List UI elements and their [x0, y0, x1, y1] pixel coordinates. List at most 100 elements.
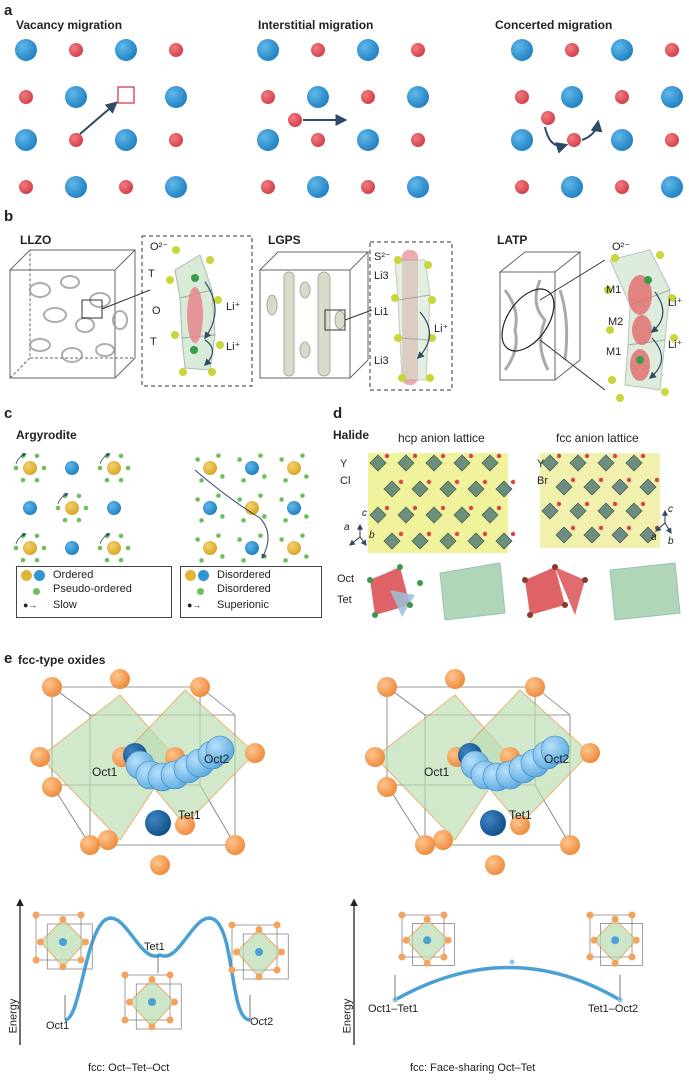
blue-ion	[357, 39, 379, 61]
panel-b-label: b	[4, 208, 14, 225]
halide-ion	[440, 505, 446, 511]
li-site-dark	[145, 810, 171, 836]
y-octahedron	[411, 532, 429, 550]
li-site	[62, 517, 68, 523]
fcc-structures	[30, 669, 600, 875]
lgps-polyhedra	[391, 250, 436, 385]
left-energy-label: Energy	[7, 998, 20, 1034]
argyrodite-ordered	[13, 452, 131, 563]
right-profile-end: Tet1–Oct2	[588, 1003, 639, 1015]
halide-ion	[598, 525, 604, 531]
li-site	[34, 477, 40, 483]
li-site	[41, 545, 47, 551]
halide-title: Halide	[333, 428, 370, 442]
y-octahedron	[583, 478, 601, 496]
panel-c-label: c	[4, 405, 13, 422]
red-ion	[311, 43, 325, 57]
li-site	[220, 554, 225, 559]
oxygen-ion	[98, 830, 118, 850]
fcc-axis-a: a	[651, 532, 657, 543]
slow-hop	[15, 452, 27, 465]
red-ion	[19, 180, 33, 194]
right-energy-curve	[394, 965, 621, 1002]
right-tet1-label: Tet1	[509, 808, 532, 822]
y-octahedron	[397, 454, 415, 472]
li-site	[55, 505, 61, 511]
y-octahedron	[383, 532, 401, 550]
li-site	[237, 537, 242, 542]
mini-oxygen	[59, 963, 67, 971]
oxygen-ion	[445, 669, 465, 689]
interstitial-ion	[288, 113, 302, 127]
blue-ion	[357, 129, 379, 151]
yellow-ion	[107, 461, 121, 475]
fcc-octahedra	[541, 453, 660, 544]
halide-ion	[482, 479, 488, 485]
li-site	[279, 497, 284, 502]
li-site	[199, 558, 204, 563]
llzo-zoom-box	[81, 299, 103, 319]
y-octahedron	[597, 454, 615, 472]
hcp-title: hcp anion lattice	[398, 431, 485, 445]
li-site	[304, 514, 309, 519]
halide-ion	[426, 531, 432, 537]
left-profile-peak: Tet1	[144, 941, 165, 953]
oct-label: Oct	[337, 573, 355, 585]
blue-ion	[561, 176, 583, 198]
hcp-slab	[439, 562, 506, 621]
argyrodite-lattices	[13, 452, 309, 563]
lgps-li3-label-2: Li3	[374, 355, 389, 367]
li-site	[199, 478, 204, 483]
mini-oxygen	[148, 976, 156, 983]
concerted-title: Concerted migration	[495, 18, 613, 32]
lgps-li3-label-1: Li3	[374, 270, 389, 282]
y-octahedron	[369, 454, 387, 472]
lgps-detail-box	[369, 241, 453, 391]
oxygen-ion	[377, 777, 397, 797]
fcc-structure-right	[365, 669, 600, 875]
li-path-site	[205, 735, 235, 765]
y-octahedron	[411, 480, 429, 498]
legend-superionic: Superionic	[217, 599, 269, 611]
y-octahedron	[611, 478, 629, 496]
legend-disordered-2: Disordered	[217, 583, 271, 595]
latp-network	[503, 279, 569, 371]
li-site	[283, 478, 288, 483]
fcc-structure-left	[30, 669, 265, 875]
y-octahedron	[625, 454, 643, 472]
blue-ion	[307, 176, 329, 198]
blue-ion	[611, 129, 633, 151]
oxygen-ion	[225, 835, 245, 855]
latp-m1-label-2: M1	[606, 346, 622, 358]
latp-m2-label: M2	[608, 316, 624, 328]
mini-oxygen	[82, 938, 89, 946]
lgps-cube	[258, 251, 370, 379]
li-path-site	[540, 735, 570, 765]
y-octahedron	[425, 506, 443, 524]
li-site	[199, 518, 204, 523]
mini-structures	[32, 911, 643, 1031]
y-octahedron	[611, 526, 629, 544]
mini-oxygen	[628, 911, 636, 919]
lgps-channels	[266, 271, 346, 377]
li-site	[241, 478, 246, 483]
lgps-anion-label: S²⁻	[374, 251, 391, 263]
halide-ion	[468, 505, 474, 511]
li-site	[216, 533, 221, 538]
lgps-li-label: Li⁺	[434, 323, 449, 335]
mini-li	[255, 948, 263, 956]
latp-li-label-1: Li⁺	[668, 297, 683, 309]
mini-oxygen	[255, 926, 263, 933]
lgps-li1-label: Li1	[374, 306, 389, 318]
mini-oxygen	[611, 915, 619, 923]
halide-ion	[468, 453, 474, 459]
y-octahedron	[481, 506, 499, 524]
mini-oxygen	[121, 971, 129, 979]
legend-pseudo-ordered: Pseudo-ordered	[53, 583, 132, 595]
red-ion	[69, 133, 83, 147]
halide-ion	[584, 501, 590, 507]
halide-ion	[426, 479, 432, 485]
fcc-y-label: Y	[537, 458, 545, 470]
concerted-arrow-1	[544, 126, 569, 154]
mini-oxygen	[440, 911, 448, 919]
